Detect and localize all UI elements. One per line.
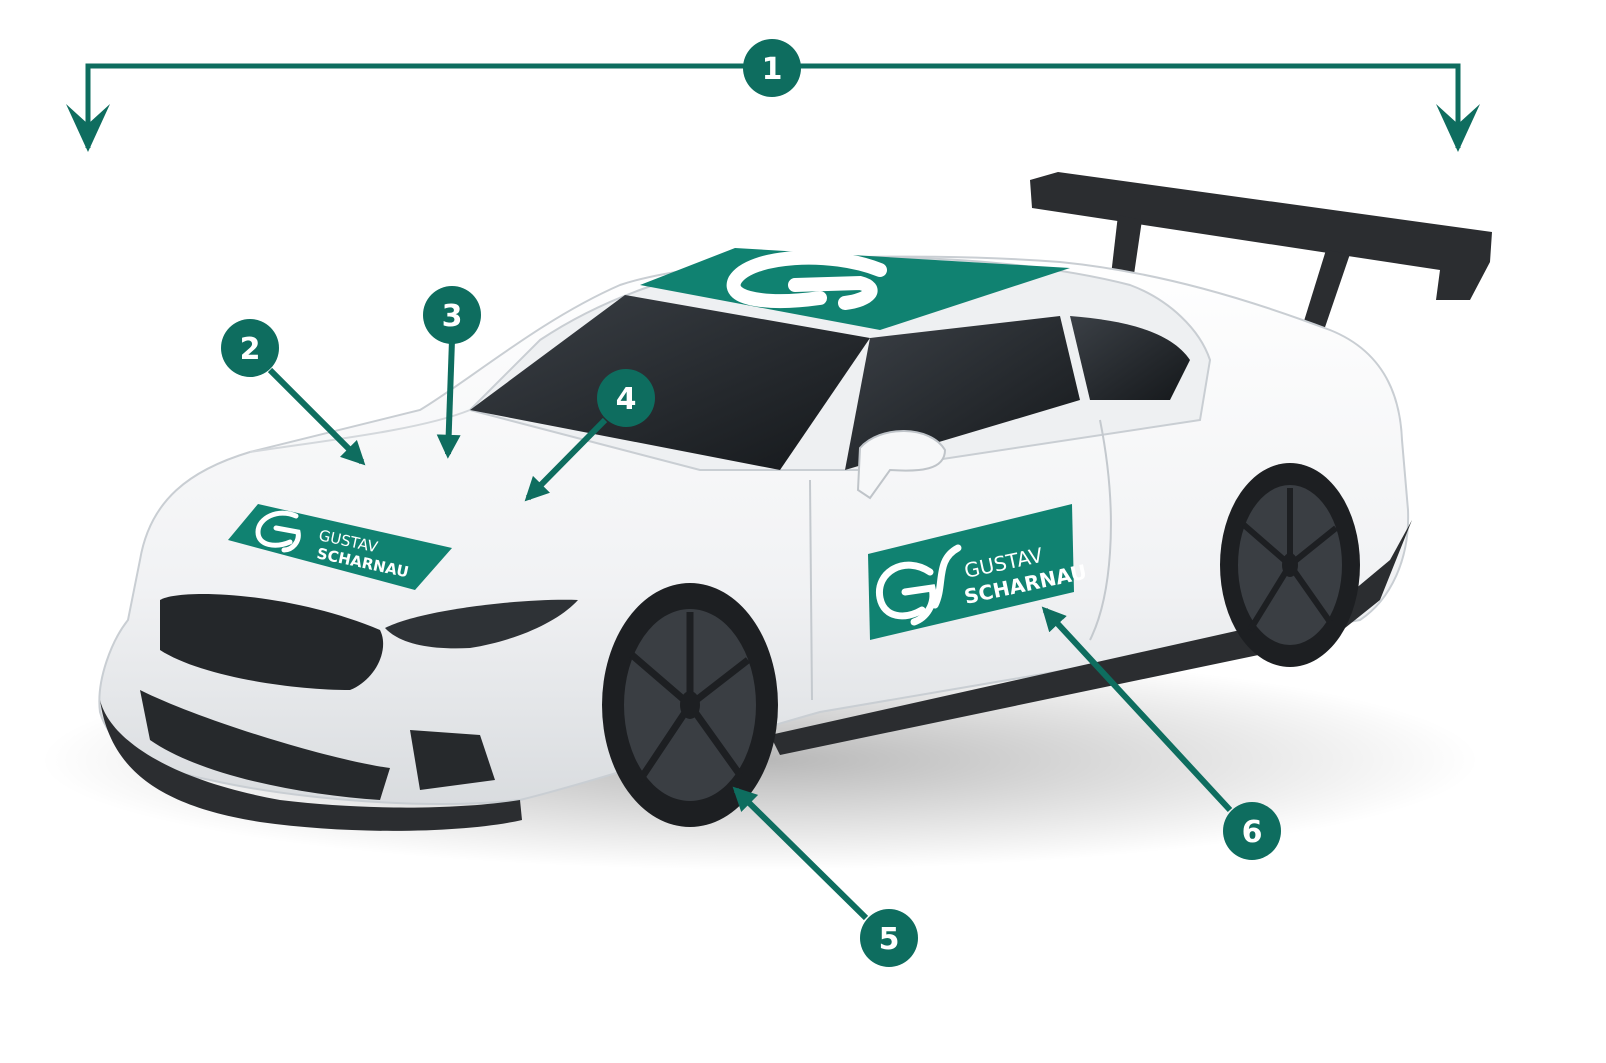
callout-5-arrow [732,786,869,921]
rear-wheel [1220,463,1360,667]
front-wheel [602,583,778,827]
gs-logo-icon [726,250,887,310]
callout-label: 3 [442,299,463,334]
callout-badge-4[interactable]: 4 [597,369,655,427]
hood-logo-panel: GUSTAV SCHARNAU [228,504,452,590]
callout-badge-6[interactable]: 6 [1223,802,1281,860]
callout-badge-1[interactable]: 1 [743,39,801,97]
gs-logo-icon [255,510,301,553]
bracket-arrow-left-icon [66,104,110,152]
callout-label: 1 [762,52,783,87]
callout-badge-2[interactable]: 2 [221,319,279,377]
callout-label: 4 [616,382,637,417]
callout-2-arrow [267,367,366,466]
callout-badge-3[interactable]: 3 [423,286,481,344]
car-body [98,255,1412,831]
gs-logo-icon [876,544,962,626]
callout-badge-5[interactable]: 5 [860,909,918,967]
callout-6-arrow [1041,606,1233,813]
roof-logo-panel [640,248,1070,330]
bracket-arrow-right-icon [1436,104,1480,152]
callout-label: 2 [240,332,261,367]
callout-4-arrow [524,417,608,502]
callout-label: 6 [1242,815,1263,850]
callout-label: 5 [879,922,900,957]
callout-3-arrow [436,339,461,459]
